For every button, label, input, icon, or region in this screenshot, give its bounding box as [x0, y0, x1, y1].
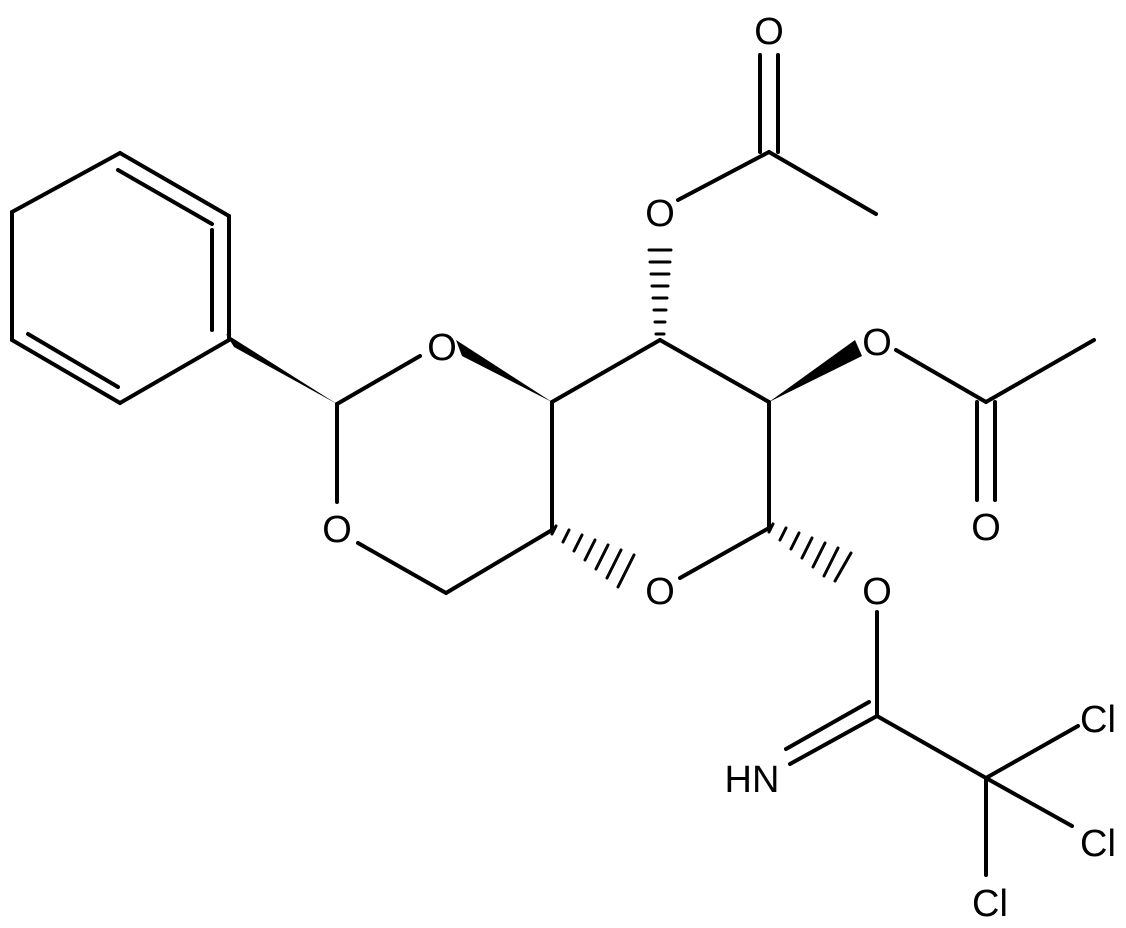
atom-cl-2: Cl [1080, 823, 1116, 865]
dioxane-ring [335, 354, 554, 595]
wedge-bond-c2-o [769, 340, 862, 402]
atom-o-acetyl-top-carbonyl: O [754, 11, 784, 53]
hashed-bond-c5-ring-o [550, 524, 636, 589]
top-acetyl-group [676, 53, 878, 216]
hashed-bond-c1-o [767, 522, 853, 583]
trichloroacetimidate-group [784, 610, 1080, 877]
atom-o-dioxane-upper: O [427, 327, 457, 369]
hashed-bond-c3-o [647, 248, 673, 336]
wedge-bond-phenyl-acetal [226, 334, 337, 404]
right-acetyl-group [894, 338, 1096, 502]
atom-o-ring: O [645, 571, 675, 613]
wedge-bond-c4-o [456, 340, 552, 402]
atom-o-ester-c3: O [645, 193, 675, 235]
atom-cl-1: Cl [1080, 699, 1116, 741]
atom-cl-3: Cl [972, 883, 1008, 925]
pyranose-ring [550, 338, 771, 580]
atom-o-ester-c2: O [862, 322, 892, 364]
atom-o-acetyl-right-carbonyl: O [971, 507, 1001, 549]
phenyl-ring [10, 151, 231, 405]
atom-o-dioxane-lower: O [322, 509, 352, 551]
atom-o-anomeric: O [862, 571, 892, 613]
atom-n-imine: HN [725, 759, 780, 801]
